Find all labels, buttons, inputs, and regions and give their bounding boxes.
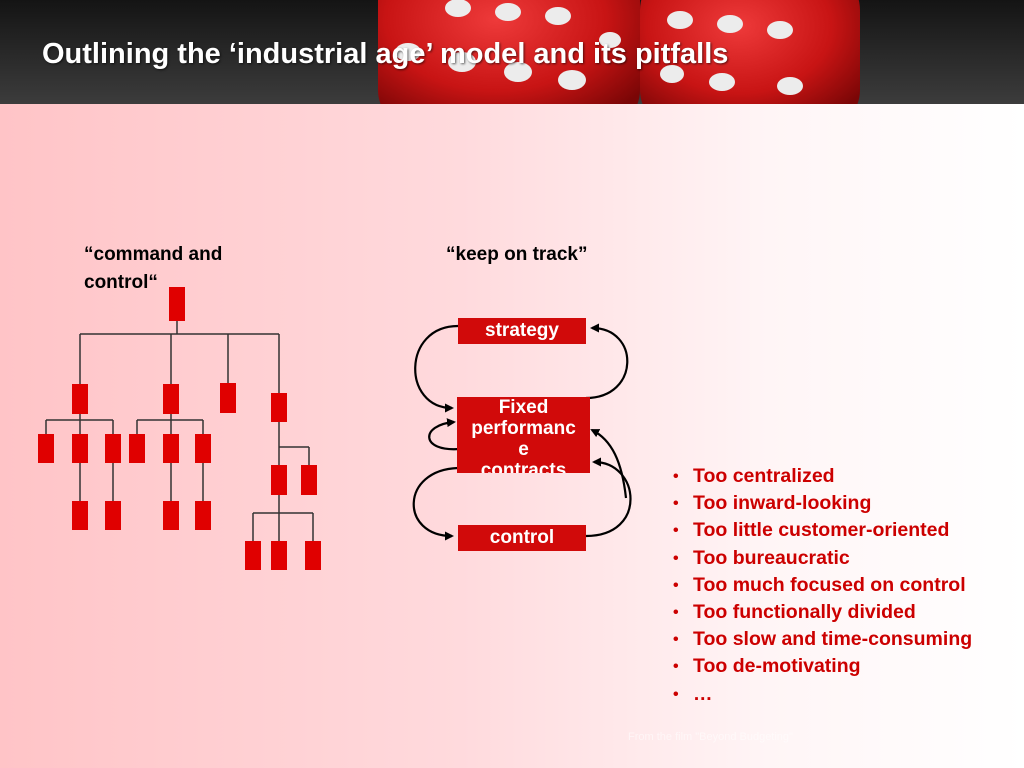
org-node — [271, 541, 287, 570]
org-node — [105, 434, 121, 463]
dice-illustration — [378, 0, 860, 104]
org-node — [301, 465, 317, 495]
fixed-label-line: performanc — [471, 418, 576, 439]
list-item-text: Too little customer-oriented — [693, 519, 950, 542]
control-label: control — [489, 527, 555, 548]
list-item: • Too slow and time-consuming — [670, 626, 972, 653]
slide-header: Outlining the ‘industrial age’ model and… — [0, 0, 1024, 104]
org-node — [169, 287, 185, 321]
org-node — [195, 501, 211, 530]
list-item-text: Too functionally divided — [693, 601, 916, 624]
arrow-fixed-to-control — [412, 466, 459, 541]
bullet-icon: • — [673, 604, 679, 622]
arrow-strategy-to-fixed — [414, 324, 459, 413]
strategy-label: strategy — [485, 320, 559, 341]
list-item: • Too de-motivating — [670, 653, 972, 680]
fixed-label-line: e — [518, 439, 529, 460]
list-item: • Too centralized — [670, 463, 972, 490]
list-item: •… — [670, 681, 972, 708]
fixed-performance-contracts-box: Fixed performanc e contracts — [457, 397, 590, 473]
org-node — [72, 384, 88, 414]
org-node — [305, 541, 321, 570]
org-node — [163, 384, 179, 414]
page-title: Outlining the ‘industrial age’ model and… — [42, 38, 729, 70]
footer-note: From the film "Beyond Budgeting" — [628, 731, 793, 743]
list-item-text: Too centralized — [693, 465, 835, 487]
list-item-text: Too much focused on control — [693, 573, 966, 596]
org-node — [38, 434, 54, 463]
list-item-text: Too inward-looking — [693, 492, 872, 515]
list-item-text: Too bureaucratic — [693, 546, 850, 569]
arrow-control-to-fixed — [585, 457, 632, 538]
list-item: • Too functionally divided — [670, 599, 972, 626]
bullet-icon: • — [673, 549, 679, 567]
org-node — [220, 383, 236, 413]
fixed-label-line: Fixed — [498, 397, 549, 418]
bullet-icon: • — [673, 631, 679, 649]
org-node — [72, 434, 88, 463]
org-node — [245, 541, 261, 570]
org-chart-lines — [45, 321, 314, 541]
command-control-caption: “command and control“ — [84, 244, 223, 293]
bullet-icon: • — [673, 658, 679, 676]
org-node — [129, 434, 145, 463]
org-node — [163, 501, 179, 530]
org-node — [271, 465, 287, 495]
arrow-control-to-fixed-upper — [590, 429, 628, 499]
keep-on-track-caption: “keep on track” — [446, 244, 588, 265]
list-item-text: Too slow and time-consuming — [693, 628, 973, 651]
bullet-icon: • — [673, 468, 679, 485]
list-item: • Too bureaucratic — [670, 545, 972, 572]
control-box: control — [458, 525, 586, 551]
org-chart-nodes — [38, 287, 321, 570]
arrow-fixed-self-loop — [428, 418, 461, 451]
arrow-fixed-to-strategy — [585, 323, 629, 400]
pitfalls-list: • Too centralized • Too inward-looking • To… — [670, 463, 972, 708]
list-item-text: … — [693, 682, 713, 705]
list-item: • Too little customer-oriented — [670, 517, 972, 544]
list-item-text: Too de-motivating — [693, 655, 861, 678]
org-node — [72, 501, 88, 530]
fixed-label-line: contracts — [480, 460, 567, 473]
list-item: • Too much focused on control — [670, 572, 972, 599]
org-node — [271, 393, 287, 422]
list-item: • Too inward-looking — [670, 490, 972, 517]
bullet-icon: • — [673, 685, 679, 703]
bullet-icon: • — [673, 522, 679, 540]
bullet-icon: • — [673, 495, 679, 513]
bullet-icon: • — [673, 576, 679, 594]
org-node — [195, 434, 211, 463]
org-node — [105, 501, 121, 530]
org-node — [163, 434, 179, 463]
strategy-box: strategy — [458, 318, 586, 344]
